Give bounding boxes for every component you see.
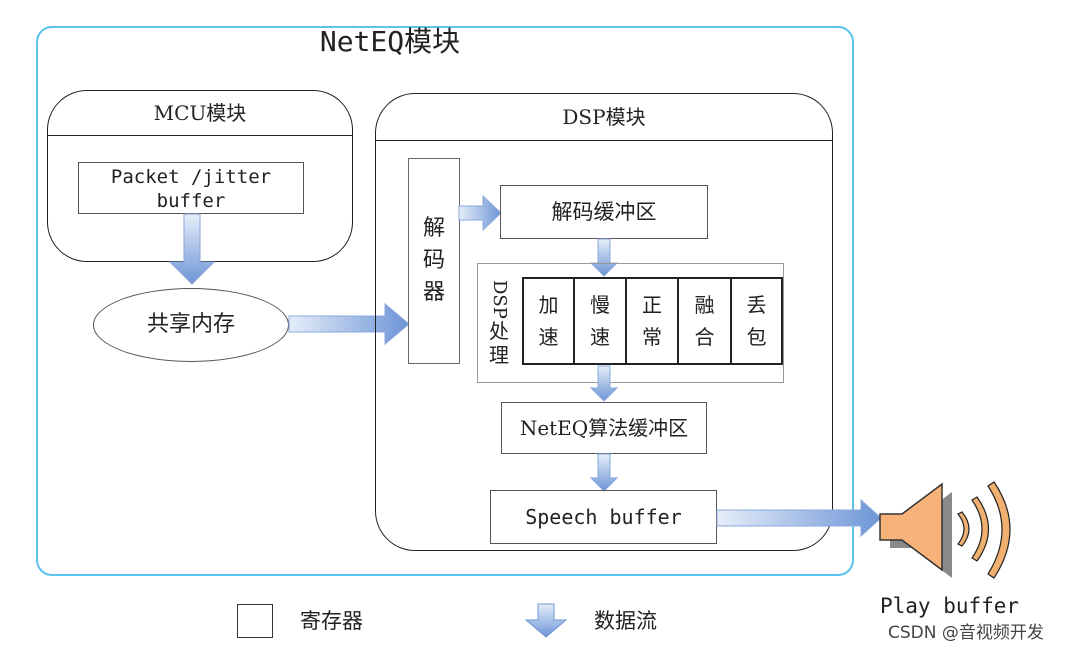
decode-buffer-box: 解码缓冲区 xyxy=(500,185,708,239)
operation-char: 包 xyxy=(746,325,767,349)
dsp-module-frame xyxy=(375,93,833,551)
dsp-processing-label-latin: DSP xyxy=(489,280,510,319)
operation-merge: 融 合 xyxy=(677,277,732,365)
decoder-box: 解 码 器 xyxy=(408,158,460,364)
flow-arrow-buffer-to-memory xyxy=(168,213,216,285)
operation-normal: 正 常 xyxy=(625,277,679,365)
operation-slow-down: 慢 速 xyxy=(573,277,627,365)
operation-char: 合 xyxy=(694,325,715,349)
dsp-module-title: DSP模块 xyxy=(375,93,833,141)
legend-data-flow-label: 数据流 xyxy=(594,609,657,633)
decoder-char: 解 xyxy=(422,216,445,241)
csdn-watermark: CSDN @音视频开发 xyxy=(888,623,1044,643)
speaker-icon xyxy=(879,481,1011,579)
operation-char: 速 xyxy=(538,325,559,349)
decoder-char: 码 xyxy=(422,248,445,273)
operation-char: 慢 xyxy=(590,293,610,317)
operation-accelerate: 加 速 xyxy=(522,277,575,365)
decoder-char: 器 xyxy=(422,280,445,305)
shared-memory-ellipse: 共享内存 xyxy=(93,288,289,362)
legend-register-label: 寄存器 xyxy=(300,609,363,633)
play-buffer-label: Play buffer xyxy=(880,594,1020,618)
flow-arrow-speech-buffer-to-speaker xyxy=(716,498,882,538)
operation-char: 速 xyxy=(590,325,610,349)
speech-buffer-box: Speech buffer xyxy=(490,490,717,544)
flow-arrow-algorithm-buffer-to-speech-buffer xyxy=(589,453,619,492)
operation-char: 常 xyxy=(642,325,662,349)
packet-buffer-line2: buffer xyxy=(156,190,226,212)
operation-char: 丢 xyxy=(746,293,767,317)
neteq-module-frame xyxy=(36,26,854,576)
dsp-processing-label-char: 处 xyxy=(489,318,509,343)
flow-arrow-processing-to-algorithm-buffer xyxy=(589,365,619,402)
dsp-processing-label-char: 理 xyxy=(489,342,509,367)
packet-jitter-buffer: Packet /jitter buffer xyxy=(78,162,304,214)
operation-char: 加 xyxy=(538,293,559,317)
flow-arrow-decoder-to-decode-buffer xyxy=(458,194,502,232)
legend-register-swatch xyxy=(237,604,273,638)
dsp-processing-area xyxy=(477,263,784,383)
legend-data-flow-arrow xyxy=(524,603,568,638)
mcu-module-title: MCU模块 xyxy=(47,90,353,136)
operation-char: 正 xyxy=(642,293,662,317)
operation-char: 融 xyxy=(694,293,715,317)
operation-packet-loss: 丢 包 xyxy=(730,277,783,365)
flow-arrow-memory-to-decoder xyxy=(288,302,410,346)
dsp-processing-label: DSP 处 理 xyxy=(478,280,520,370)
neteq-algorithm-buffer-box: NetEQ算法缓冲区 xyxy=(501,402,707,454)
packet-buffer-line1: Packet /jitter xyxy=(110,166,272,188)
neteq-module-title: NetEQ模块 xyxy=(319,25,461,58)
